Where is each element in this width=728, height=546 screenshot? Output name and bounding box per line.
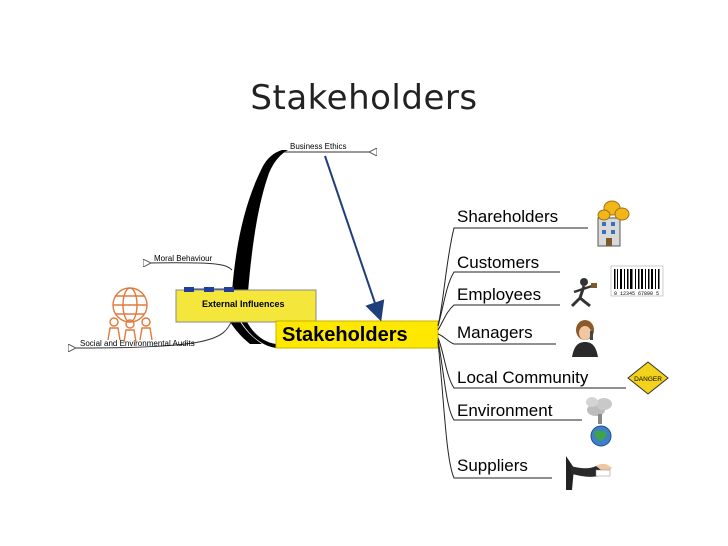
- building-coins-icon: [597, 200, 630, 247]
- danger-sign-icon: DANGER: [627, 361, 669, 395]
- pollution-globe-icon: [586, 397, 612, 447]
- slide-title: Stakeholders: [250, 78, 478, 118]
- ethics-to-stakeholders-arrow: [324, 155, 385, 322]
- trunk-branch-lower: [228, 318, 262, 344]
- moral-behaviour-label: Moral Behaviour: [154, 254, 213, 263]
- audits-label: Social and Environmental Audits: [80, 339, 195, 348]
- hub-tab-2: [204, 287, 214, 292]
- audits-line: [75, 319, 233, 348]
- stakeholder-customers: Customers: [457, 253, 539, 272]
- hub-tab-1: [184, 287, 194, 292]
- stakeholder-employees: Employees: [457, 285, 541, 304]
- trunk-branch: [232, 150, 288, 292]
- stakeholder-branches: [437, 227, 626, 479]
- danger-sign-label: DANGER: [634, 376, 662, 383]
- global-community-icon: [107, 287, 153, 343]
- business-ethics-label: Business Ethics: [290, 142, 346, 151]
- running-person-icon: [570, 278, 597, 308]
- moral-behaviour-line: [150, 263, 233, 271]
- handshake-icon: [566, 456, 612, 490]
- stakeholder-suppliers: Suppliers: [457, 456, 528, 475]
- external-influences-label: External Influences: [202, 299, 285, 309]
- manager-phone-icon: [572, 320, 598, 357]
- center-connector: [240, 320, 276, 348]
- stakeholder-managers: Managers: [457, 323, 533, 342]
- stakeholder-shareholders: Shareholders: [457, 207, 558, 226]
- external-influences-node: [175, 289, 317, 323]
- barcode-digits: 0 12345 67890 5: [614, 291, 659, 297]
- stakeholder-local-community: Local Community: [457, 368, 589, 387]
- barcode-icon: 0 12345 67890 5: [610, 265, 664, 297]
- stakeholders-center-label: Stakeholders: [282, 324, 408, 346]
- hub-tab-3: [224, 287, 234, 292]
- stakeholder-environment: Environment: [457, 401, 553, 420]
